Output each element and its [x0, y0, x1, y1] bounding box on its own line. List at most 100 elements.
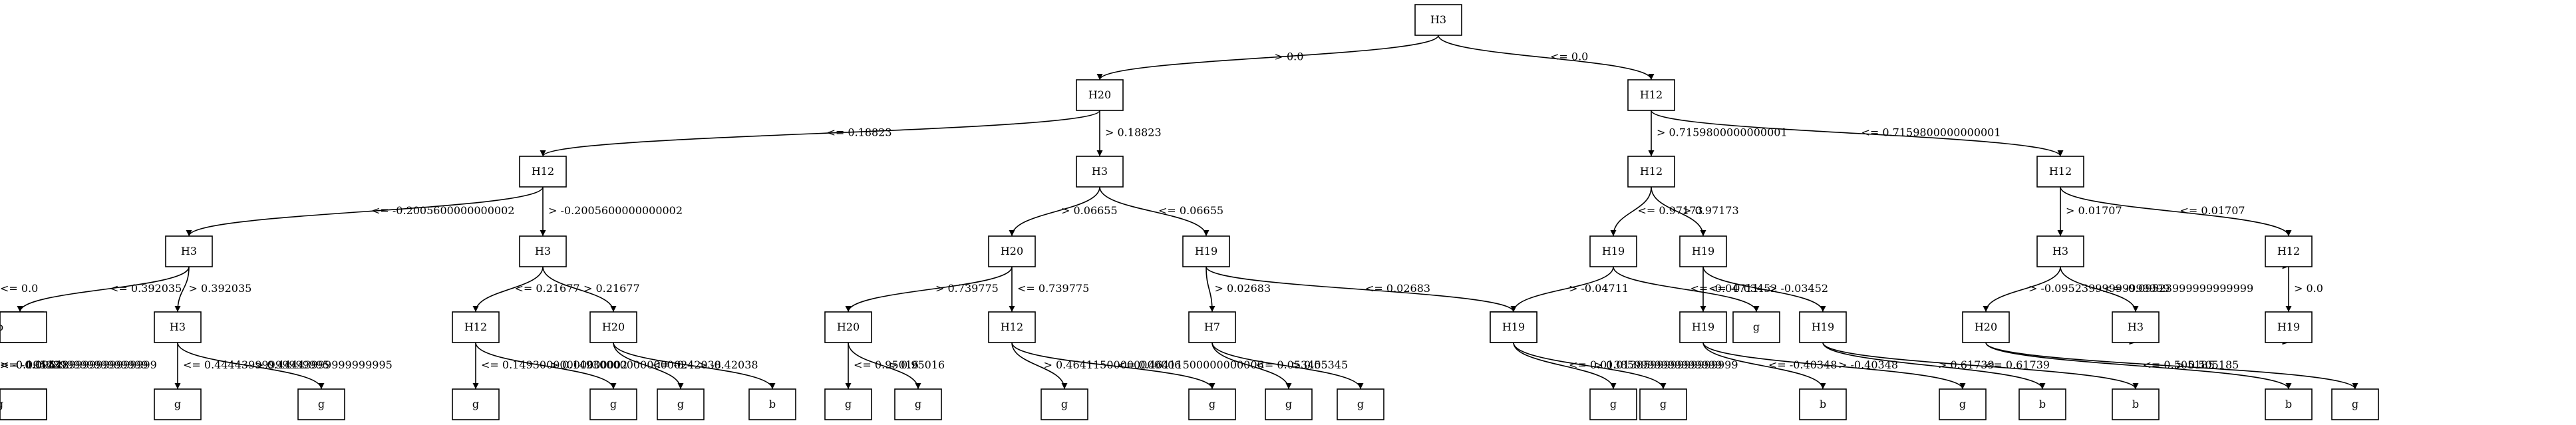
- edge-label: > 0.739775: [935, 282, 999, 295]
- edge-label: > 0.05345: [1292, 358, 1349, 371]
- node-box: [1627, 79, 1675, 111]
- node-box: [824, 388, 872, 420]
- split-node: H12: [988, 311, 1036, 343]
- split-node: H19: [1490, 311, 1537, 343]
- edge-label: <= 0.97173: [1638, 204, 1703, 217]
- edge-label: > 0.01707: [2066, 204, 2122, 217]
- tree-edge: [1985, 342, 2358, 390]
- edge-label: <= 0.18823: [827, 126, 892, 139]
- tree-edge: [613, 342, 776, 390]
- edge-label: > 0.392035: [189, 282, 252, 295]
- edge-label: <= 0.06655: [1158, 204, 1223, 217]
- edge-label: <= -0.03452: [1708, 282, 1777, 295]
- node-label: H20: [1001, 245, 1023, 257]
- leaf-node: b: [748, 388, 796, 420]
- node-box: [2265, 235, 2313, 267]
- tree-edge: [848, 342, 921, 390]
- node-box: [2036, 156, 2084, 188]
- edge-label: > 0.06655: [1061, 204, 1118, 217]
- tree-edge: [177, 342, 325, 390]
- node-box: [1679, 311, 1727, 343]
- tree-edge: [1985, 342, 2292, 390]
- edge-label: > -0.04711: [1569, 282, 1629, 295]
- edge-label: > -0.005229999999999999: [0, 358, 148, 371]
- edge-label: <= 0.01707: [2180, 204, 2245, 217]
- node-label: g: [1660, 398, 1667, 410]
- node-box: [452, 388, 500, 420]
- tree-edge: [174, 266, 190, 313]
- leaf-node: g: [1041, 388, 1088, 420]
- node-label: H3: [1430, 13, 1446, 26]
- leaf-node: g: [0, 388, 47, 420]
- node-box: [1041, 388, 1088, 420]
- node-box: [1679, 235, 1727, 267]
- edge-label: <= 0.392035: [110, 282, 182, 295]
- edge-label: > 0.013859999999999999: [1594, 358, 1738, 371]
- node-box: [154, 311, 202, 343]
- node-label: b: [0, 321, 3, 333]
- leaf-node: g: [1589, 388, 1637, 420]
- node-box: [1076, 156, 1124, 188]
- tree-edge: [1822, 342, 2046, 390]
- node-label: g: [1753, 321, 1760, 333]
- node-label: H19: [1502, 321, 1525, 333]
- split-node: H19: [1182, 235, 1230, 267]
- node-label: H12: [1640, 165, 1663, 178]
- tree-edge: [1822, 342, 2139, 390]
- tree-edge: [17, 266, 190, 313]
- node-label: g: [1061, 398, 1068, 410]
- node-box: [1962, 311, 2010, 343]
- leaf-node: g: [824, 388, 872, 420]
- node-box: [154, 388, 202, 420]
- edge-label: <= -0.005229999999999999: [0, 358, 157, 371]
- node-label: b: [2039, 398, 2046, 410]
- node-label: g: [1209, 398, 1215, 410]
- leaf-node: g: [1639, 388, 1687, 420]
- leaf-node: g: [2331, 388, 2379, 420]
- node-box: [824, 311, 872, 343]
- leaf-node: b: [1799, 388, 1847, 420]
- edge-label: <= 0.46411500000000006: [1118, 358, 1264, 371]
- edge-label: > 0.95016: [889, 358, 945, 371]
- leaf-node: g: [1337, 388, 1384, 420]
- split-node: H12: [519, 156, 567, 188]
- node-box: [1639, 388, 1687, 420]
- node-box: [2265, 311, 2313, 343]
- node-box: [1076, 79, 1124, 111]
- node-box: [297, 388, 345, 420]
- node-label: g: [915, 398, 921, 410]
- tree-edge: [1099, 186, 1209, 237]
- edge-label: > 0.18823: [1105, 126, 1162, 139]
- node-box: [1799, 388, 1847, 420]
- tree-edge: [1206, 266, 1517, 313]
- tree-edge: [1983, 266, 2061, 313]
- node-label: H19: [1812, 321, 1834, 333]
- node-box: [1589, 388, 1637, 420]
- tree-edge: [1096, 35, 1439, 80]
- leaf-node: g: [1188, 388, 1236, 420]
- split-node: H7: [1188, 311, 1236, 343]
- split-node: H19: [1589, 235, 1637, 267]
- edge-label: > 0.505185: [2176, 358, 2239, 371]
- node-label: g: [318, 398, 325, 410]
- node-label: b: [769, 398, 776, 410]
- edge-label: <= 0.61739: [1985, 358, 2050, 371]
- node-box: [452, 311, 500, 343]
- node-label: H19: [1195, 245, 1217, 257]
- node-label: H3: [535, 245, 551, 257]
- node-label: H12: [532, 165, 554, 178]
- node-box: [519, 156, 567, 188]
- tree-edge: [472, 266, 544, 313]
- edge-label: <= 0.21677: [515, 282, 580, 295]
- split-node: H3: [154, 311, 202, 343]
- node-label: g: [472, 398, 479, 410]
- node-label: H19: [1692, 321, 1714, 333]
- edge-label: > 0.7159800000000001: [1657, 126, 1788, 139]
- edge-label: <= 0.739775: [1017, 282, 1089, 295]
- tree-edge: [845, 266, 1013, 313]
- node-box: [519, 235, 567, 267]
- node-box: [1627, 156, 1675, 188]
- leaf-node: g: [1732, 311, 1780, 343]
- edge-label: > 0.0: [1275, 51, 1304, 63]
- node-label: g: [845, 398, 852, 410]
